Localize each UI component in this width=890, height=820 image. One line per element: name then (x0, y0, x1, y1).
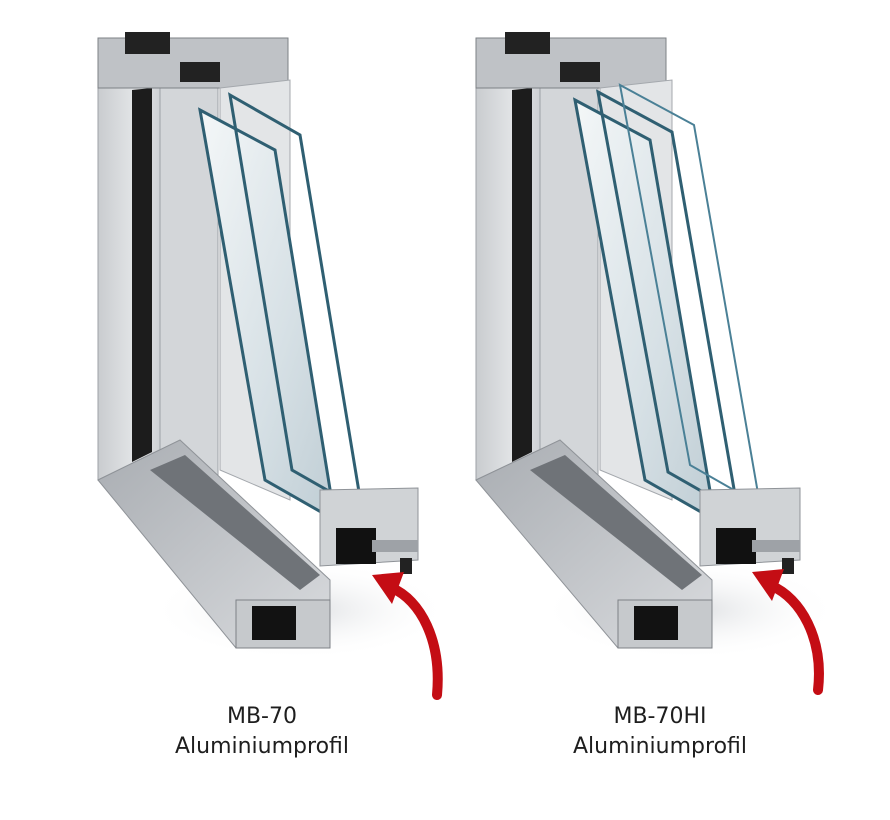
top-gasket-inner (180, 62, 220, 82)
red-curved-arrow-icon (767, 581, 824, 695)
top-gasket-inner (560, 62, 600, 82)
profile-type-label: Aluminiumprofil (174, 734, 350, 759)
thermal-insulator (716, 528, 756, 564)
arrow-head-icon (752, 569, 784, 601)
model-label: MB-70HI (613, 704, 707, 729)
thermal-break-strip (512, 88, 532, 462)
caption-mb-70: MB-70 Aluminiumprofil (102, 702, 422, 762)
model-label: MB-70 (226, 704, 297, 729)
red-curved-arrow-icon (387, 583, 443, 700)
profile-clip (400, 558, 412, 574)
sill-insulator (634, 606, 678, 640)
caption-mb-70hi: MB-70HI Aluminiumprofil (500, 702, 820, 762)
sill-groove (530, 455, 702, 590)
thermal-insulator (336, 528, 376, 564)
profile-type-label: Aluminiumprofil (572, 734, 748, 759)
top-gasket (125, 32, 170, 54)
profile-rib (752, 540, 800, 552)
arrow-head-icon (372, 572, 404, 604)
profile-mb-70hi (475, 32, 840, 695)
profile-rib (372, 540, 418, 552)
thermal-break-strip (132, 88, 152, 462)
profile-mb-70 (97, 32, 450, 700)
top-gasket (505, 32, 550, 54)
sill-groove (150, 455, 320, 590)
sill-insulator (252, 606, 296, 640)
profile-clip (782, 558, 794, 574)
